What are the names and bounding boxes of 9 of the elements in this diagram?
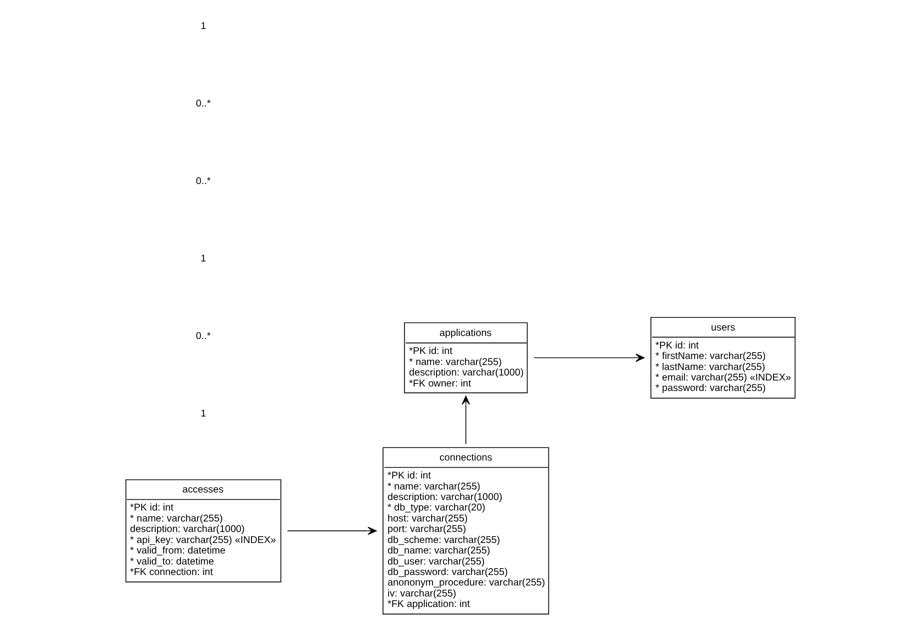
label: 0..* xyxy=(195,176,210,187)
arrow xyxy=(461,396,470,444)
label: 1 xyxy=(200,253,206,264)
arrow xyxy=(286,526,376,535)
label: 1 xyxy=(200,408,206,420)
label: 1 xyxy=(200,21,206,32)
arrow xyxy=(533,354,644,362)
label: 0..* xyxy=(195,330,210,342)
label: 0..* xyxy=(195,98,210,110)
